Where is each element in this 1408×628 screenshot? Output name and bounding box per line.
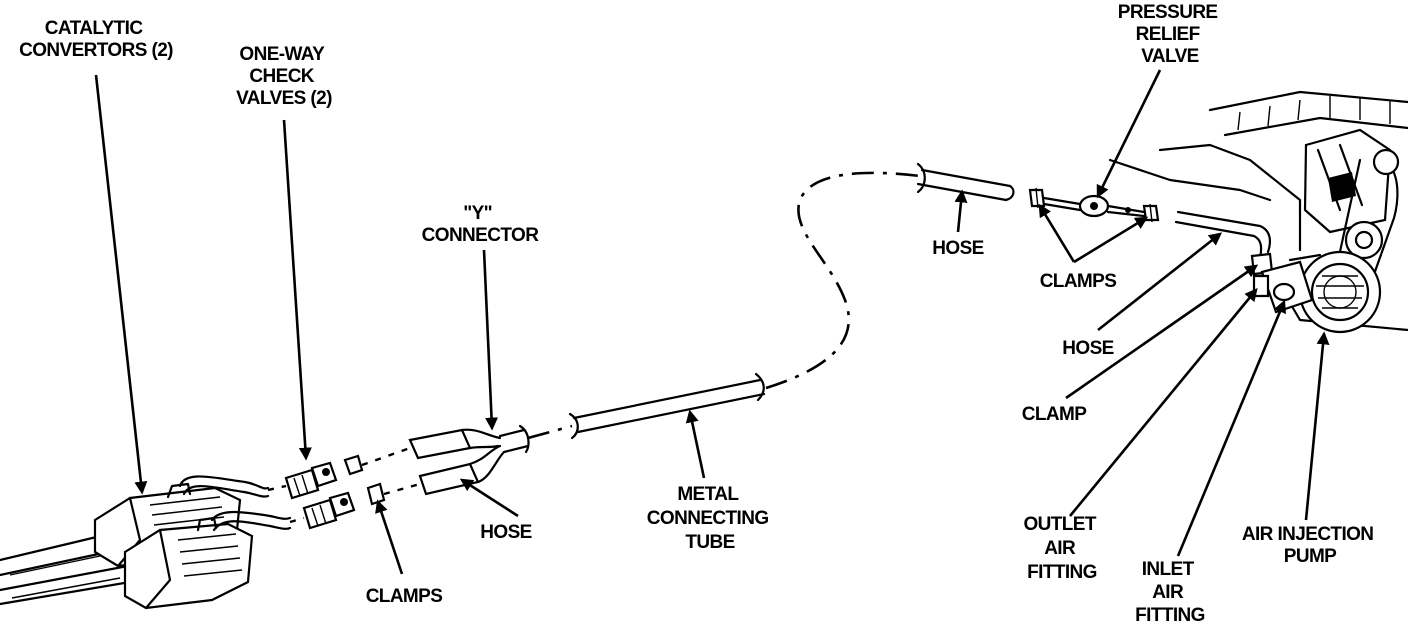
leader-hose-upper bbox=[954, 189, 968, 233]
dash-line-lower-valve bbox=[383, 482, 421, 496]
dash-line-upper-convertor bbox=[267, 484, 287, 492]
leader-clamps-upper-b bbox=[1073, 216, 1149, 264]
y-connector bbox=[408, 424, 530, 496]
label-hose-upper: HOSE bbox=[932, 238, 983, 259]
leader-hose-pump bbox=[1097, 232, 1223, 332]
metal-connecting-tube bbox=[568, 372, 766, 440]
pressure-relief-valve bbox=[1042, 194, 1146, 218]
dash-line-tube-route bbox=[765, 171, 921, 390]
label-air-injection-pump: AIR INJECTION PUMP bbox=[1242, 524, 1378, 567]
leader-lines bbox=[94, 69, 1330, 575]
label-metal-connecting-tube: METAL CONNECTING TUBE bbox=[647, 484, 773, 553]
air-injection-pump bbox=[1252, 250, 1382, 334]
label-clamps-lower: CLAMPS bbox=[366, 586, 443, 607]
leader-air-pump bbox=[1304, 331, 1330, 521]
check-valve-upper bbox=[284, 454, 364, 500]
dash-line-lower-convertor bbox=[289, 516, 305, 524]
leader-inlet-fitting bbox=[1176, 299, 1286, 557]
leader-outlet-fitting bbox=[1068, 287, 1258, 517]
exhaust-pipes bbox=[0, 533, 132, 606]
leader-clamps-upper-a bbox=[1038, 203, 1076, 263]
catalytic-convertor-lower bbox=[123, 516, 254, 610]
leader-catalytic bbox=[94, 74, 148, 495]
dash-line-y-to-tube bbox=[527, 424, 573, 440]
check-valve-lower bbox=[302, 482, 386, 530]
label-catalytic-convertors: CATALYTIC CONVERTORS (2) bbox=[19, 18, 173, 61]
label-pressure-relief-valve: PRESSURE RELIEF VALVE bbox=[1118, 2, 1222, 67]
leader-hose-lower bbox=[459, 478, 519, 518]
label-clamp-pump: CLAMP bbox=[1022, 404, 1087, 425]
label-check-valves: ONE-WAY CHECK VALVES (2) bbox=[236, 44, 332, 109]
leader-clamp-pump bbox=[1065, 264, 1259, 400]
label-outlet-air-fitting: OUTLET AIR FITTING bbox=[1023, 514, 1100, 583]
label-inlet-air-fitting: INLET AIR FITTING bbox=[1135, 559, 1205, 626]
pulley-assembly bbox=[1303, 128, 1400, 282]
air-tubes-to-convertors bbox=[178, 475, 292, 532]
leader-clamps-lower bbox=[375, 499, 404, 575]
leader-relief-valve bbox=[1096, 69, 1162, 199]
leader-y-connector bbox=[482, 249, 499, 431]
label-hose-lower: HOSE bbox=[480, 522, 531, 543]
leader-check-valves bbox=[282, 119, 312, 461]
label-clamps-upper: CLAMPS bbox=[1040, 271, 1117, 292]
dash-line-upper-valve bbox=[361, 446, 411, 467]
label-y-connector: "Y" CONNECTOR bbox=[422, 203, 540, 246]
upper-hose bbox=[916, 162, 1015, 202]
label-hose-pump: HOSE bbox=[1062, 338, 1113, 359]
leader-metal-tube bbox=[685, 409, 706, 479]
pump-hose bbox=[1174, 210, 1274, 276]
